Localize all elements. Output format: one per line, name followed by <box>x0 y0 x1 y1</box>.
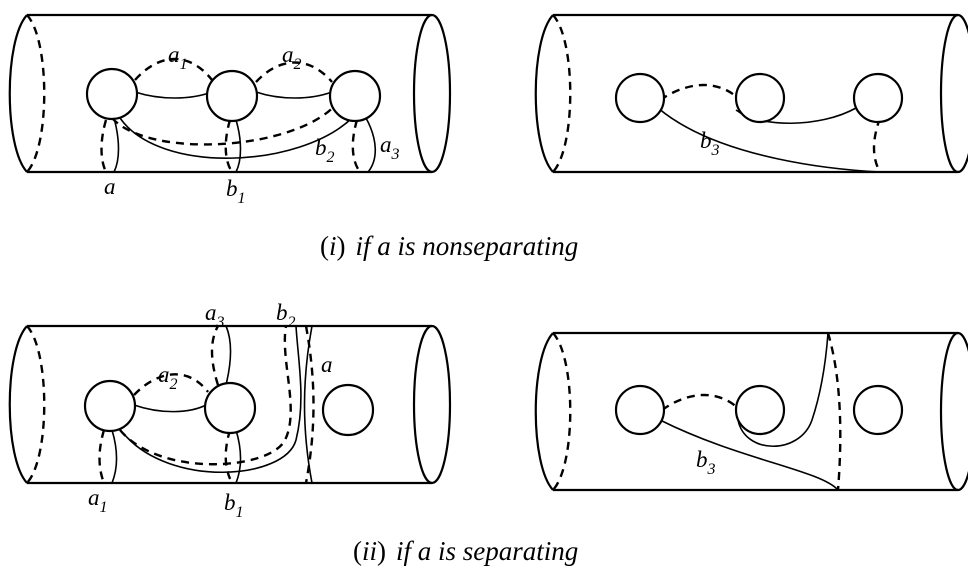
labels: b3 <box>700 128 720 159</box>
label-b3: b3 <box>696 447 716 478</box>
panel-bottom-left: a3 b2 a a2 a1 b1 <box>8 300 452 521</box>
holes <box>85 67 382 123</box>
label-b1: b1 <box>224 490 244 521</box>
curves <box>659 332 842 491</box>
curves <box>100 57 377 173</box>
cylinder <box>8 324 452 485</box>
cylinder <box>8 13 452 174</box>
caption-bottom: (ii)if a is separating <box>353 536 578 566</box>
label-a: a <box>104 174 116 199</box>
label-a2: a2 <box>158 362 178 393</box>
cylinder <box>534 331 968 492</box>
label-a2: a2 <box>282 42 302 73</box>
label-b2: b2 <box>315 135 335 166</box>
label-b3: b3 <box>700 128 720 159</box>
holes <box>614 384 904 436</box>
holes <box>83 379 375 437</box>
label-a1: a1 <box>168 42 188 73</box>
label-b2: b2 <box>276 300 296 331</box>
label-b1: b1 <box>226 176 246 207</box>
label-a3: a3 <box>205 300 225 331</box>
labels: a3 b2 a a2 a1 b1 <box>88 300 333 521</box>
cylinder <box>534 13 968 174</box>
labels: a1 a2 a3 b2 b1 a <box>104 42 400 207</box>
holes <box>614 72 904 124</box>
panel-top-right: b3 <box>534 13 968 174</box>
label-a: a <box>321 352 333 377</box>
curves <box>98 325 315 484</box>
label-a3: a3 <box>380 132 400 163</box>
panel-top-left: a1 a2 a3 b2 b1 a <box>8 13 452 207</box>
panel-bottom-right: b3 <box>534 331 968 492</box>
label-a1: a1 <box>88 485 108 516</box>
labels: b3 <box>696 447 716 478</box>
caption-top: (i)if a is nonseparating <box>320 231 578 261</box>
